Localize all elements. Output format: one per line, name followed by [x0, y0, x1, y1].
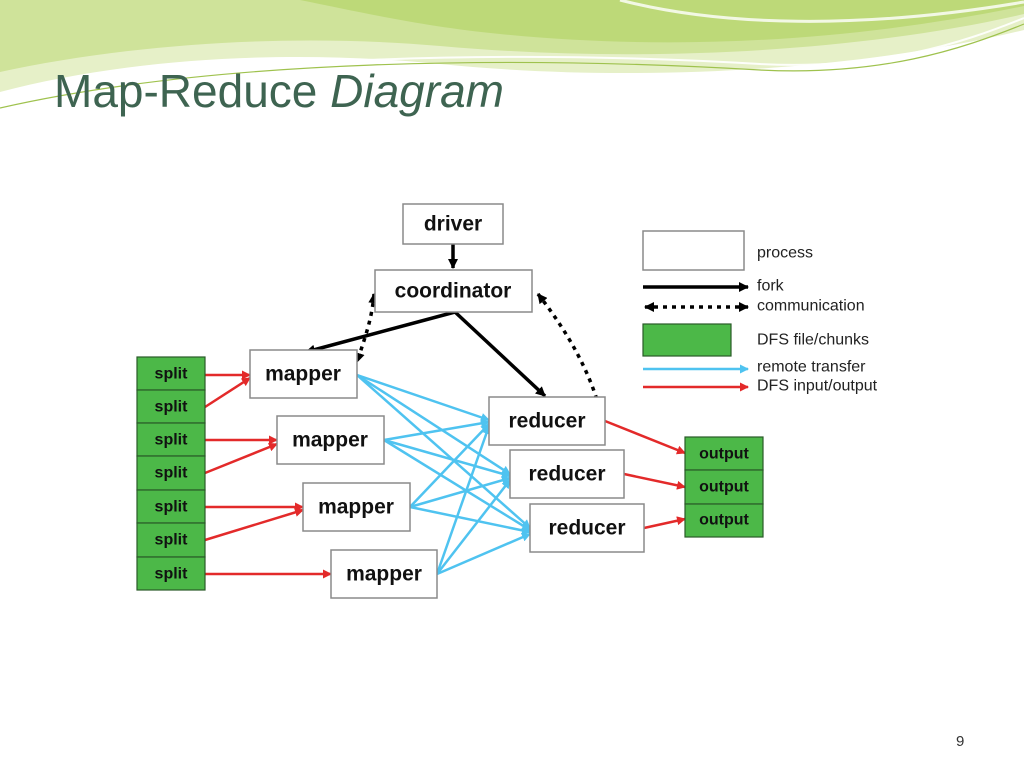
page-number: 9: [956, 733, 965, 750]
reducer-to-output-arrow: [604, 419, 686, 455]
legend-dfs-io-label: DFS input/output: [757, 378, 878, 395]
slide-title: Map-Reduce Diagram: [54, 64, 504, 118]
mapper-to-reducer-arrow: [435, 425, 491, 575]
reducer-label: reducer: [548, 517, 625, 540]
mapper-label: mapper: [265, 363, 341, 386]
coordinator-to-mapper-arrow: [305, 310, 456, 355]
output-chunk: output: [684, 469, 764, 505]
mapper-label: mapper: [318, 496, 394, 519]
split-label: split: [155, 566, 189, 583]
header-swoosh-decoration: [0, 0, 1024, 109]
dfs-output-arrows: [604, 419, 686, 530]
dfs-input-arrows: [204, 370, 332, 579]
split-label: split: [155, 366, 189, 383]
split-to-mapper-arrow: [204, 508, 304, 542]
split-chunk: split: [136, 522, 206, 558]
split-chunk: split: [136, 356, 206, 391]
output-label: output: [699, 446, 749, 463]
remote-transfer-arrows: [356, 373, 531, 576]
fork-arrows: [305, 244, 547, 398]
mapper-to-reducer-arrow: [356, 374, 531, 529]
split-to-mapper-arrow: [204, 376, 251, 409]
split-chunk: split: [136, 489, 206, 524]
mapper-to-reducer-arrow: [436, 479, 511, 575]
coordinator-mapper-communication: [354, 293, 379, 363]
reducer-label: reducer: [528, 463, 605, 486]
split-chunk: split: [136, 455, 206, 491]
legend-dfs-label: DFS file/chunks: [757, 332, 869, 349]
legend-process-swatch: [642, 230, 745, 271]
reducer-box: reducer: [488, 396, 606, 446]
output-chunk: output: [684, 436, 764, 471]
split-label: split: [155, 465, 189, 482]
mapper-to-reducer-arrow: [409, 423, 490, 508]
mapper-to-reducer-arrow: [383, 438, 531, 532]
split-label: split: [155, 532, 189, 549]
output-label: output: [699, 479, 749, 496]
split-label: split: [155, 499, 189, 516]
legend: process fork communication DFS file/chun…: [642, 230, 878, 395]
coordinator-box: coordinator: [374, 269, 533, 313]
reducer-to-output-arrow: [643, 516, 686, 530]
output-label: output: [699, 512, 749, 529]
mapper-to-reducer-arrow: [356, 373, 490, 422]
communication-arrows: [354, 292, 604, 415]
split-chunk: split: [136, 422, 206, 457]
mapper-to-reducer-arrow: [383, 438, 511, 479]
title-main: Map-Reduce: [54, 65, 318, 117]
mapper-to-reducer-arrow: [409, 505, 531, 535]
mapper-to-reducer-arrow: [436, 532, 531, 576]
mapper-box: mapper: [249, 349, 358, 399]
mapper-label: mapper: [292, 429, 368, 452]
legend-fork-label: fork: [757, 278, 785, 295]
legend-communication-label: communication: [757, 298, 865, 315]
mapper-to-reducer-arrow: [356, 373, 511, 476]
driver-label: driver: [424, 213, 482, 236]
mapper-to-reducer-arrow: [409, 475, 511, 509]
coordinator-label: coordinator: [395, 280, 512, 303]
mapper-to-reducer-arrow: [383, 418, 490, 442]
split-label: split: [155, 399, 189, 416]
mapper-box: mapper: [302, 482, 411, 532]
mapper-label: mapper: [346, 563, 422, 586]
split-to-mapper-arrow: [204, 442, 278, 475]
coordinator-reducer-communication: [536, 292, 604, 415]
title-italic: Diagram: [330, 65, 504, 117]
driver-box: driver: [402, 203, 504, 245]
reducer-box: reducer: [509, 449, 625, 499]
reducer-to-output-arrow: [623, 472, 686, 490]
coordinator-to-reducer-arrow: [453, 310, 547, 398]
legend-remote-transfer-label: remote transfer: [757, 359, 866, 376]
reducer-box: reducer: [529, 503, 645, 553]
legend-process-label: process: [757, 245, 813, 262]
output-chunk: output: [684, 503, 764, 538]
legend-dfs-swatch: [642, 323, 732, 357]
mapper-box: mapper: [276, 415, 385, 465]
mapper-box: mapper: [330, 549, 438, 599]
split-chunk: split: [136, 389, 206, 424]
split-chunk: split: [136, 556, 206, 591]
split-label: split: [155, 432, 189, 449]
reducer-label: reducer: [508, 410, 585, 433]
